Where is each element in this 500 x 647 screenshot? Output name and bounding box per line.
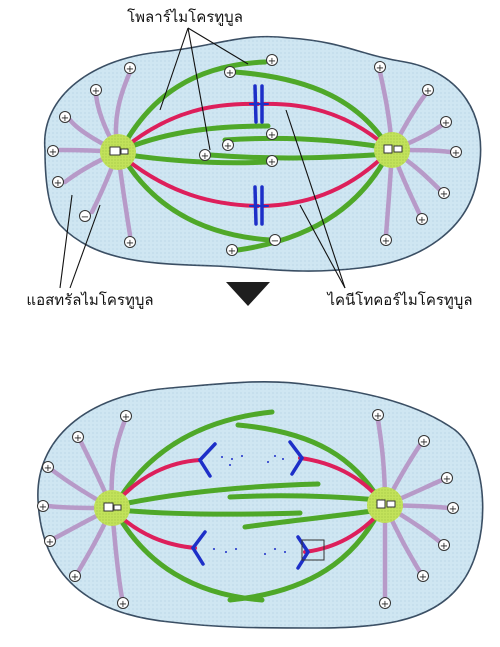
svg-text:+: + <box>44 463 52 474</box>
centrosome-left-bottom <box>94 490 130 526</box>
svg-text:+: + <box>74 433 82 444</box>
svg-text:+: + <box>440 541 448 552</box>
plus-end-marker: + <box>374 61 386 74</box>
plus-end-marker: + <box>42 461 54 474</box>
svg-text:+: + <box>92 86 100 97</box>
highlight-box <box>301 539 325 561</box>
plus-end-marker: + <box>447 502 459 515</box>
svg-text:+: + <box>449 504 457 515</box>
svg-text:+: + <box>442 118 450 129</box>
centrosome-left-top <box>100 134 136 170</box>
plus-end-marker: + <box>69 570 81 583</box>
plus-end-marker: + <box>44 535 56 548</box>
svg-text:+: + <box>424 86 432 97</box>
svg-text:+: + <box>54 178 62 189</box>
kinetochore-label-leaders <box>285 109 346 289</box>
plus-end-marker: + <box>379 597 391 610</box>
svg-text:+: + <box>126 64 134 75</box>
svg-text:+: + <box>420 437 428 448</box>
kinetochore-microtubule-label: ไคนีโทคอร์ไมโครทูบูล <box>326 291 472 309</box>
plus-end-marker: + <box>438 187 450 200</box>
svg-text:+: + <box>39 502 47 513</box>
plus-end-marker: + <box>124 236 136 249</box>
svg-text:+: + <box>452 148 460 159</box>
astral-label-leaders <box>59 194 101 289</box>
svg-text:−: − <box>271 236 279 247</box>
svg-text:+: + <box>224 141 232 152</box>
plus-end-marker: + <box>416 213 428 226</box>
down-arrow-icon <box>226 282 270 306</box>
plus-end-marker: + <box>117 597 129 610</box>
plus-end-marker: + <box>90 84 102 97</box>
svg-text:+: + <box>61 113 69 124</box>
plus-end-marker: + <box>372 409 384 422</box>
plus-end-marker: + <box>199 149 211 162</box>
svg-text:+: + <box>382 236 390 247</box>
svg-text:+: + <box>268 157 276 168</box>
svg-text:+: + <box>201 151 209 162</box>
svg-text:+: + <box>376 63 384 74</box>
minus-end-marker: − <box>79 210 91 223</box>
svg-text:+: + <box>443 474 451 485</box>
minus-end-marker: − <box>269 234 281 247</box>
svg-text:+: + <box>268 130 276 141</box>
svg-text:+: + <box>228 246 236 257</box>
polar-microtubules-bottom <box>112 409 385 603</box>
anaphase-cell <box>37 380 484 629</box>
svg-text:+: + <box>419 572 427 583</box>
centrosome-right-top <box>374 132 410 168</box>
plus-end-marker: + <box>222 139 234 152</box>
plus-end-marker: + <box>266 155 278 168</box>
svg-text:+: + <box>122 412 130 423</box>
plus-end-marker: + <box>266 54 278 67</box>
plus-end-marker: + <box>47 145 59 158</box>
plus-end-marker: + <box>380 234 392 247</box>
plus-end-marker: + <box>441 472 453 485</box>
svg-text:−: − <box>81 212 89 223</box>
svg-text:+: + <box>268 56 276 67</box>
plus-end-marker: + <box>224 66 236 79</box>
plus-end-marker: + <box>422 84 434 97</box>
astral-microtubule-label: แอสทรัลไมโครทูบูล <box>26 291 153 309</box>
svg-text:+: + <box>374 411 382 422</box>
separating-chromosomes <box>190 440 311 570</box>
plus-end-marker: + <box>450 146 462 159</box>
plus-end-marker: + <box>440 116 452 129</box>
kinetochore-microtubules-top <box>120 101 390 208</box>
plus-end-marker: + <box>418 435 430 448</box>
svg-text:+: + <box>418 215 426 226</box>
polar-microtubule-label: โพลาร์ไมโครทูบูล <box>127 8 243 26</box>
svg-text:+: + <box>49 147 57 158</box>
svg-text:+: + <box>119 599 127 610</box>
svg-text:+: + <box>126 238 134 249</box>
plus-end-marker: + <box>226 244 238 257</box>
svg-text:+: + <box>46 537 54 548</box>
plus-end-marker: + <box>438 539 450 552</box>
svg-text:+: + <box>440 189 448 200</box>
plus-end-marker: + <box>266 128 278 141</box>
polarity-markers-bottom: + + + + + + + + + + + + + + <box>37 409 459 610</box>
chromosomes-top <box>249 84 269 226</box>
plus-end-marker: + <box>120 410 132 423</box>
plus-end-marker: + <box>72 431 84 444</box>
plus-end-marker: + <box>37 500 49 513</box>
plus-end-marker: + <box>124 62 136 75</box>
plus-end-marker: + <box>59 111 71 124</box>
plus-end-marker: + <box>417 570 429 583</box>
svg-text:+: + <box>226 68 234 79</box>
polarity-markers-top: + + + + + − + + + + + + + + − + + + + + … <box>47 54 462 257</box>
svg-text:+: + <box>71 572 79 583</box>
plus-end-marker: + <box>52 176 64 189</box>
chromatid-trails <box>213 455 286 555</box>
svg-text:+: + <box>381 599 389 610</box>
metaphase-cell <box>44 35 482 272</box>
centrosome-right-bottom <box>367 487 403 523</box>
polar-label-leaders <box>159 27 249 151</box>
